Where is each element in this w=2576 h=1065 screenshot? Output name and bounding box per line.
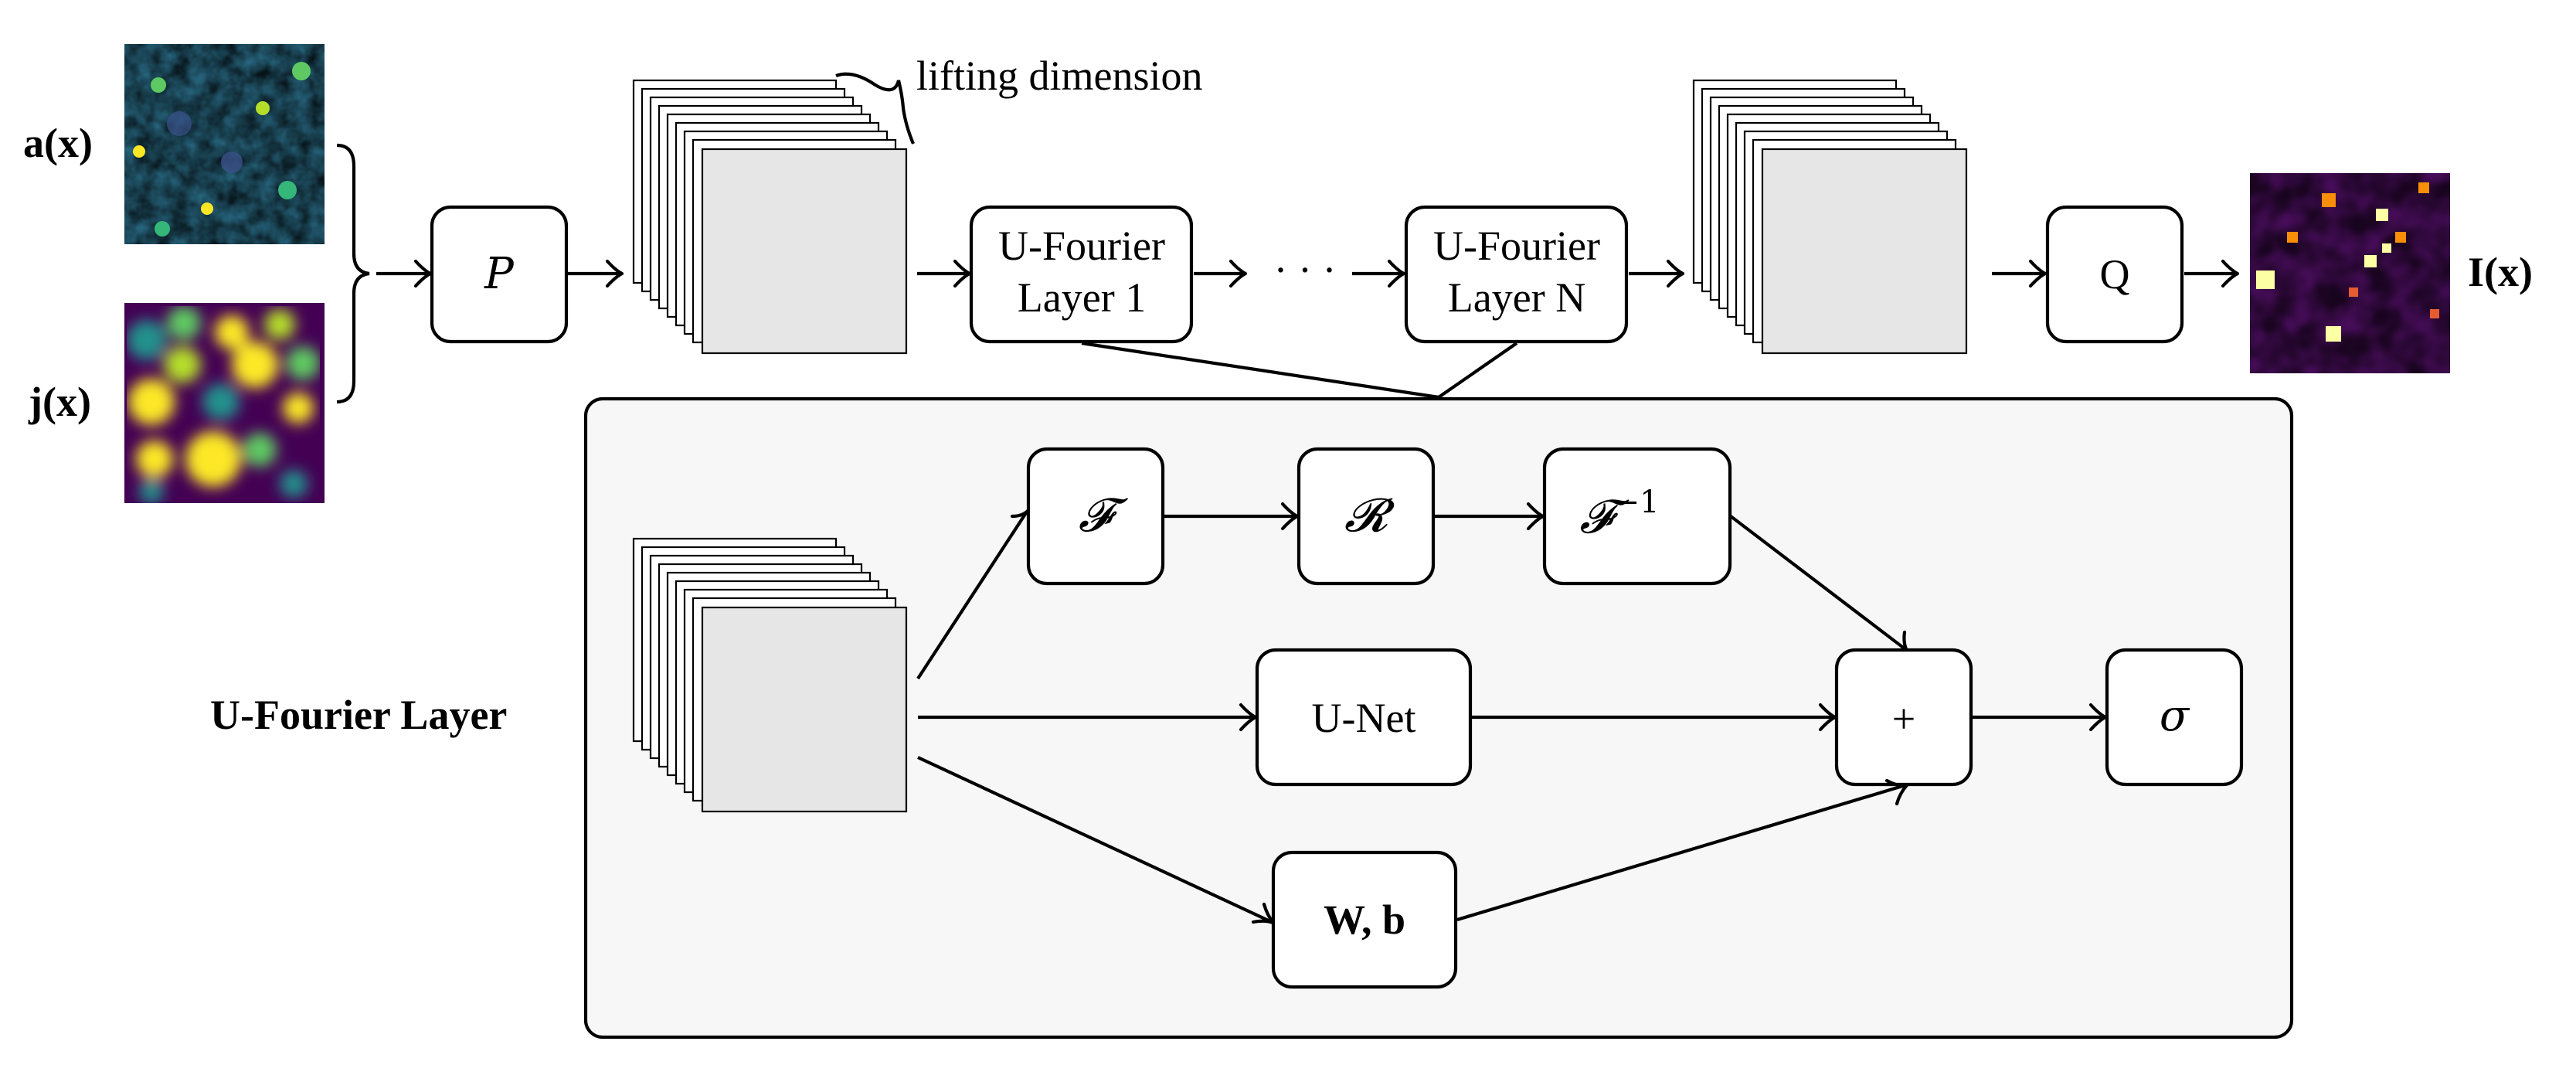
- output-image: [2250, 173, 2450, 373]
- input-a-label: a(x): [23, 120, 93, 166]
- arrow-stack-to-q-head: [2028, 259, 2048, 288]
- input-j-label: j(x): [28, 379, 91, 425]
- unet-node: [1255, 648, 1473, 787]
- arrow-dots-to-layerN-head: [1387, 259, 1406, 288]
- projection-q-node: [2045, 205, 2184, 344]
- ufourier-layer-n-line2: Layer N: [1448, 274, 1585, 321]
- inverse-fourier-node: [1542, 447, 1732, 586]
- fourier-transform-node: [1026, 447, 1165, 586]
- arrow-layerN-to-stack-head: [1666, 259, 1685, 288]
- projection-q-label: Q: [2100, 251, 2130, 298]
- arrow-linear-to-sum: [1456, 783, 1906, 922]
- lifting-dimension-label: lifting dimension: [916, 53, 1203, 99]
- lifting-dimension-brace: [835, 72, 915, 145]
- output-feature-stack: [1692, 79, 1968, 355]
- inverse-fourier-label: 𝓕−1: [1579, 485, 1659, 544]
- linear-transform-label: W, b: [1324, 897, 1405, 943]
- arrow-p-to-stack-head: [605, 259, 624, 288]
- arrow-stack-to-fourier: [916, 510, 1028, 680]
- detail-input-stack: [632, 537, 908, 813]
- input-j-image: [124, 303, 325, 503]
- ufourier-layer-n-line1: U-Fourier: [1433, 223, 1600, 269]
- ufourier-layer-1-node: [969, 205, 1194, 344]
- sum-label: +: [1892, 696, 1915, 742]
- ufourier-layer-n-node: [1404, 205, 1629, 344]
- detail-connector-left: [1081, 341, 1439, 400]
- layer-ellipsis: · · ·: [1274, 247, 1337, 293]
- spectral-weights-node: [1296, 447, 1436, 586]
- lifting-p-node: [430, 205, 569, 344]
- ufourier-layer-1-line2: Layer 1: [1018, 274, 1146, 321]
- lifted-feature-stack: [632, 79, 908, 355]
- lifting-p-label: P: [484, 249, 515, 299]
- arrow-q-to-output-head: [2221, 259, 2240, 288]
- ufourier-layer-1-line1: U-Fourier: [998, 223, 1165, 269]
- arrow-linear-to-sum-head: [1884, 778, 1909, 806]
- arrow-layer1-to-dots-head: [1229, 259, 1248, 288]
- linear-transform-node: [1271, 850, 1458, 989]
- input-a-image: [124, 44, 325, 244]
- arrow-inverse-to-sum: [1729, 515, 1907, 651]
- detail-panel-title: U-Fourier Layer: [210, 692, 507, 738]
- input-brace: [336, 143, 370, 404]
- output-label: I(x): [2468, 249, 2533, 295]
- activation-node: [2105, 648, 2244, 787]
- unet-label: U-Net: [1312, 695, 1416, 741]
- activation-label: σ: [2160, 691, 2190, 741]
- spectral-weights-label: 𝓡: [1344, 488, 1395, 543]
- detail-connector-right: [1437, 342, 1518, 399]
- inverse-fourier-exponent: −1: [1614, 485, 1660, 520]
- arrow-stack-to-linear: [917, 756, 1273, 924]
